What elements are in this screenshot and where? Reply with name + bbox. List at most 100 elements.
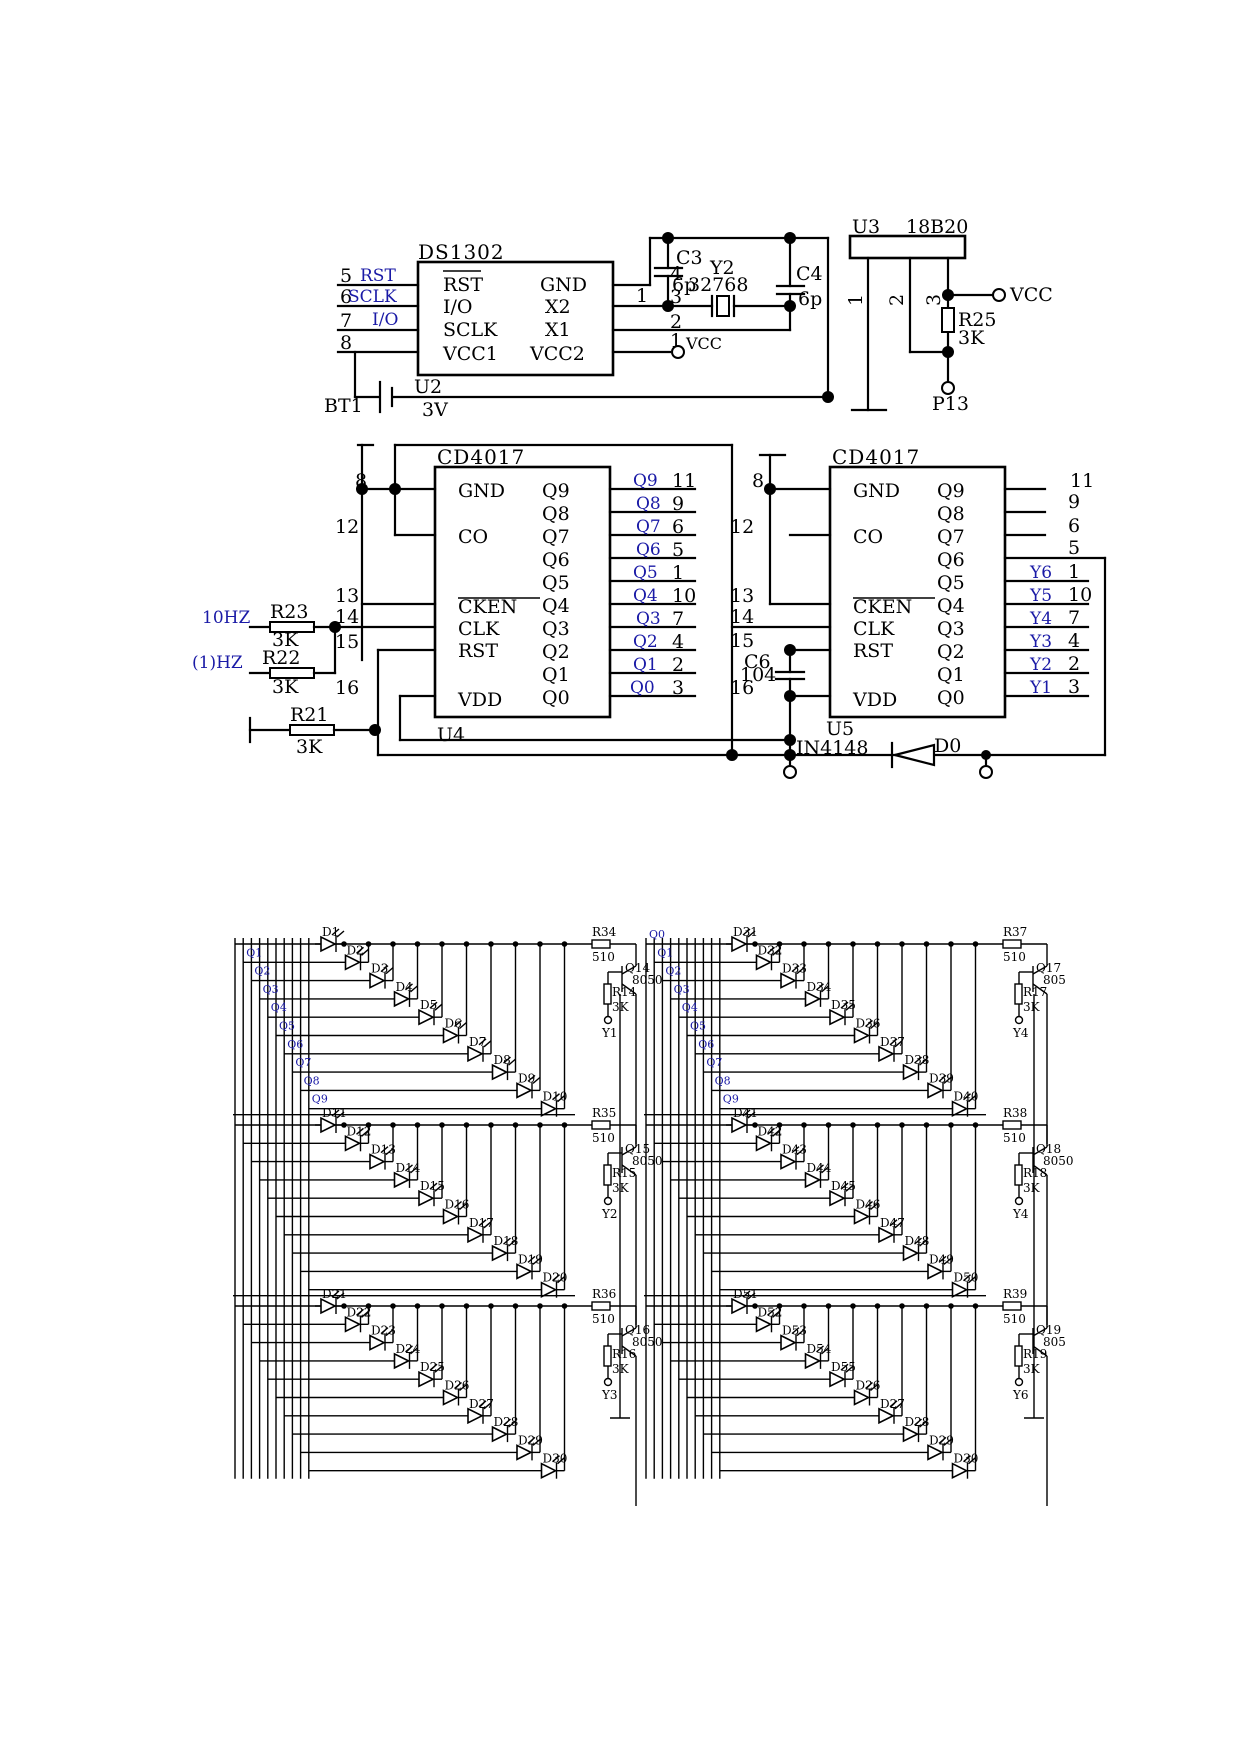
counter-left: CD4017 U4 GND CO CKEN CLK RST VDD Q9 Q8 …	[192, 443, 792, 758]
led-label-D27: D27	[880, 1397, 905, 1411]
led-label-D50: D50	[954, 1271, 979, 1285]
resistor-value-R35: 510	[592, 1131, 615, 1145]
transistor-ref-Q15: Q15	[625, 1142, 650, 1156]
led-D40	[951, 1100, 969, 1117]
r22-value: 3K	[272, 676, 299, 698]
u4-net-q0: Q0	[630, 678, 655, 698]
r22-ref: R22	[262, 647, 300, 669]
base-resistor-R17	[1014, 983, 1023, 1005]
counter-right-chip: CD4017	[832, 445, 920, 469]
rtc-pinnum-1: 1	[636, 285, 648, 307]
rail-label-right-3: Q3	[674, 983, 690, 996]
led-D17	[467, 1226, 484, 1244]
led-group-left-0: D1D2D3D4D5D6D7D8D9D10R34510Q148050R143KY…	[235, 925, 663, 1144]
rtc-pin-sclk: SCLK	[443, 319, 498, 341]
u4-net-q3: Q3	[636, 609, 661, 629]
base-resistor-ref-R14: R14	[612, 985, 637, 999]
led-label-D40: D40	[954, 1090, 979, 1104]
base-resistor-ref-R16: R16	[612, 1347, 636, 1361]
led-D16	[442, 1208, 460, 1225]
led-D21	[320, 1297, 337, 1315]
led-D7	[467, 1045, 484, 1063]
u4-net-q6: Q6	[636, 540, 661, 560]
led-label-D17: D17	[469, 1216, 494, 1230]
resistor-ref-R37: R37	[1003, 925, 1027, 939]
transistor-value-Q14: 8050	[632, 973, 663, 987]
counter-right-ref: U5	[826, 718, 854, 740]
u4-pinnum-6: 6	[672, 516, 684, 538]
led-group-right-0: D31D32D33D34D35D36D37D38D39D40R37510Q178…	[646, 925, 1066, 1144]
led-label-D32: D32	[758, 943, 783, 957]
led-D11	[320, 1116, 337, 1134]
base-resistor-value-R18: 3K	[1023, 1181, 1041, 1195]
led-D47	[878, 1226, 895, 1244]
c6-ref: C6	[744, 651, 771, 673]
rail-label-left-2: Q3	[263, 983, 279, 996]
led-group-left-2: D21D22D23D24D25D26D27D28D29D30R36510Q168…	[235, 1287, 663, 1506]
led-panel-right: Q0Q1Q2Q3Q4Q5Q6Q7Q8Q9D31D32D33D34D35D36D3…	[644, 925, 1074, 1506]
u4-out-q7: Q7	[542, 526, 570, 548]
drive-label-Y4-0: Y4	[1012, 1026, 1029, 1040]
u4-pinnum-3: 3	[672, 677, 684, 699]
led-D34	[804, 990, 822, 1008]
u4-out-q9: Q9	[542, 480, 570, 502]
base-resistor-ref-R17: R17	[1023, 985, 1047, 999]
c4-ref: C4	[796, 263, 823, 285]
u4-pinnum-14: 14	[335, 606, 359, 628]
rtc-section: DS1302 RST I/O SCLK VCC1 GND X2 X1 VCC2 …	[324, 236, 830, 421]
crystal-y2	[716, 295, 730, 317]
u5-net-y2: Y2	[1029, 655, 1052, 675]
u5-pinnum-9: 9	[1068, 491, 1080, 513]
sensor-ref: U3	[852, 216, 880, 238]
rail-label-right-2: Q2	[665, 965, 681, 978]
u4-net-q4: Q4	[633, 586, 658, 606]
led-label-D24: D24	[396, 1342, 421, 1356]
led-label-D45: D45	[831, 1179, 856, 1193]
u4-net-q2: Q2	[633, 632, 658, 652]
led-D27	[878, 1407, 895, 1425]
base-resistor-R15	[603, 1164, 612, 1186]
u5-pinnum-12: 12	[730, 516, 754, 538]
led-label-D30: D30	[543, 1452, 568, 1466]
u5-pin-co: CO	[853, 526, 883, 548]
led-label-D2: D2	[347, 943, 364, 957]
drive-label-Y2-1: Y2	[601, 1207, 618, 1221]
transistor-value-Q19: 805	[1043, 1335, 1066, 1349]
led-label-D6: D6	[445, 1017, 462, 1031]
u5-out-q7: Q7	[937, 526, 965, 548]
led-label-D22: D22	[347, 1305, 372, 1319]
led-label-D37: D37	[880, 1035, 905, 1049]
rail-label-right-7: Q7	[706, 1056, 722, 1069]
u5-out-q3: Q3	[937, 618, 965, 640]
u4-pinnum-10: 10	[672, 585, 696, 607]
rail-label-left-1: Q2	[254, 965, 270, 978]
p13-terminal	[941, 381, 955, 395]
rail-label-left-6: Q7	[295, 1056, 311, 1069]
rail-label-left-8: Q9	[312, 1093, 328, 1106]
led-D54	[804, 1352, 822, 1370]
resistor-R38	[1002, 1120, 1022, 1130]
u5-pinnum-7: 7	[1068, 607, 1080, 629]
led-label-D1: D1	[322, 925, 339, 939]
transistor-value-Q17: 805	[1043, 973, 1066, 987]
u5-pinnum-2: 2	[1068, 653, 1080, 675]
sensor-pin-1: 1	[845, 294, 867, 306]
rail-label-right-4: Q4	[682, 1001, 698, 1014]
u4-out-q0: Q0	[542, 687, 570, 709]
base-resistor-R14	[603, 983, 612, 1005]
led-D5	[418, 1008, 435, 1026]
resistor-ref-R38: R38	[1003, 1106, 1027, 1120]
led-label-D27: D27	[469, 1397, 494, 1411]
u4-out-q8: Q8	[542, 503, 570, 525]
led-label-D26: D26	[445, 1379, 470, 1393]
u4-pinnum-16: 16	[335, 677, 359, 699]
u4-pinnum-12: 12	[335, 516, 359, 538]
led-D28	[491, 1425, 509, 1443]
rail-label-right-1: Q1	[657, 946, 673, 959]
led-D31	[731, 935, 748, 953]
sensor-vcc: VCC	[1009, 284, 1053, 306]
led-label-D42: D42	[758, 1124, 783, 1138]
resistor-ref-R36: R36	[592, 1287, 616, 1301]
led-D39	[927, 1082, 944, 1099]
led-D36	[853, 1027, 871, 1044]
